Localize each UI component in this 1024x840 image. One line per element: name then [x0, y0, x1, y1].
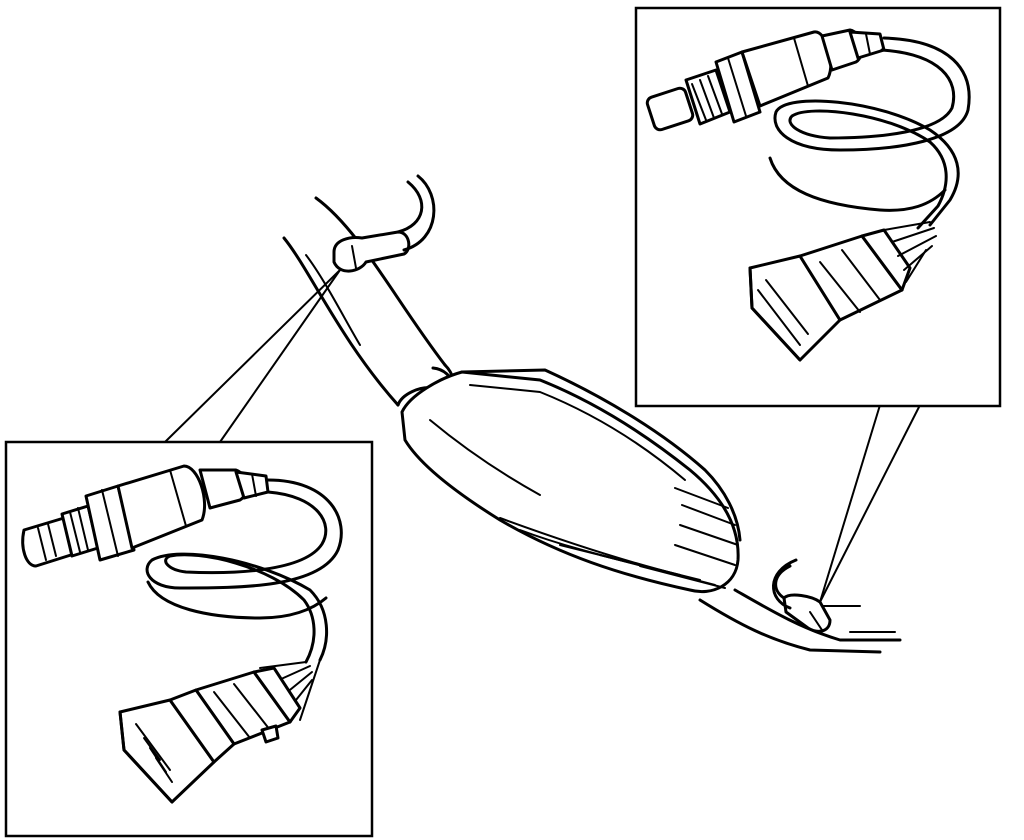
catalytic-converter: [400, 368, 742, 594]
upstream-oxygen-sensor: [21, 464, 343, 664]
sensor-connector-left: [118, 659, 321, 804]
upstream-oxygen-sensor-on-pipe: [332, 174, 436, 273]
inset-right: [634, 6, 1002, 408]
sensor-connector-right: [748, 221, 937, 362]
downstream-oxygen-sensor-on-pipe: [772, 558, 832, 633]
downstream-oxygen-sensor: [645, 28, 971, 230]
inset-left: [4, 440, 374, 838]
callout-lines: [164, 269, 921, 603]
